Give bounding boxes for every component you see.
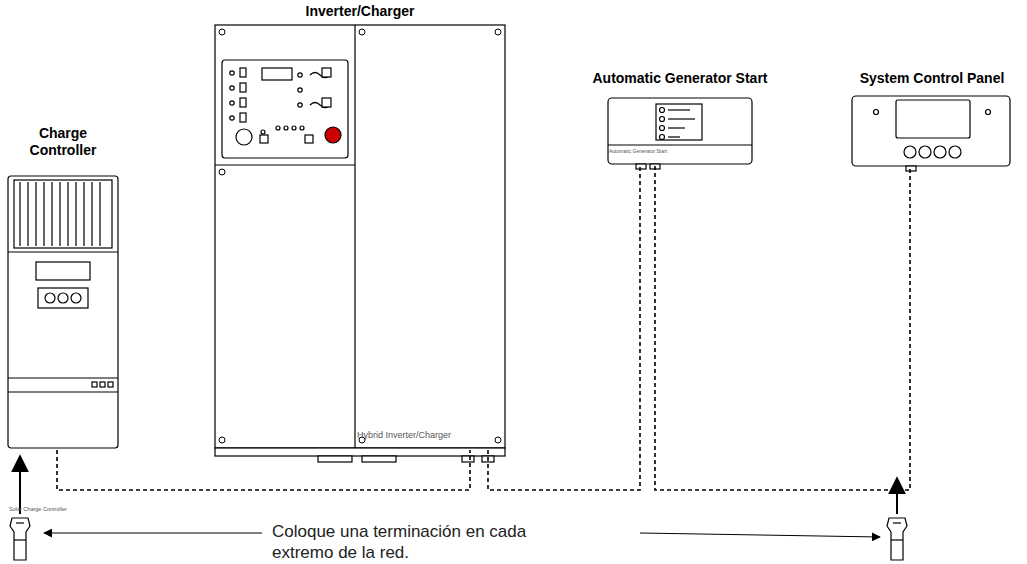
leader-line xyxy=(44,533,262,534)
device-node: Inverter/ChargerHybrid Inverter/Charger xyxy=(213,3,507,450)
device-node: Charge ControllerSolar Charge Controller xyxy=(5,125,121,450)
network-terminator xyxy=(10,518,30,560)
heatsink-fin xyxy=(99,182,100,246)
device-heading: System Control Panel xyxy=(843,70,1021,87)
screw xyxy=(495,29,501,35)
heatsink-fin xyxy=(75,182,76,246)
text-holder: Hybrid Inverter/Charger xyxy=(357,430,451,440)
generator-start-drawing xyxy=(608,98,752,169)
control-panel-drawing xyxy=(852,96,1010,171)
network-terminator xyxy=(887,518,907,560)
device-heading: Charge Controller xyxy=(15,125,111,159)
heatsink-fin xyxy=(67,182,68,246)
network-cable xyxy=(488,166,640,490)
install-arrow xyxy=(19,456,21,514)
device-heading: Inverter/Charger xyxy=(260,3,460,20)
device-node: Automatic Generator StartAutomatic Gener… xyxy=(579,70,781,166)
screw xyxy=(219,169,225,175)
screw xyxy=(219,437,225,443)
heatsink-fin xyxy=(51,182,52,246)
text-holder: Automatic Generator Start xyxy=(609,148,667,154)
heatsink-fin xyxy=(91,182,92,246)
heatsink-fin xyxy=(27,182,28,246)
network-cable xyxy=(57,450,470,490)
screw xyxy=(359,29,365,35)
heatsink-fin xyxy=(19,182,20,246)
screw xyxy=(219,29,225,35)
device-heading: Automatic Generator Start xyxy=(582,70,778,87)
heatsink-fin xyxy=(83,182,84,246)
device-label: Solar Charge Controller xyxy=(9,506,67,512)
device-node: System Control Panel xyxy=(840,70,1024,168)
heatsink-fin xyxy=(43,182,44,246)
install-arrow xyxy=(896,478,898,514)
install-note: Coloque una terminación en cada extremo … xyxy=(272,521,572,563)
device-label: Hybrid Inverter/Charger xyxy=(357,430,451,440)
screw xyxy=(495,437,501,443)
network-cable xyxy=(655,166,910,490)
text-holder: Solar Charge Controller xyxy=(9,506,67,512)
inverter-drawing xyxy=(215,25,505,462)
device-label: Automatic Generator Start xyxy=(609,148,667,154)
heatsink-fin xyxy=(59,182,60,246)
leader-line xyxy=(640,533,880,537)
charge-controller-drawing xyxy=(8,176,118,448)
heatsink-fin xyxy=(35,182,36,246)
